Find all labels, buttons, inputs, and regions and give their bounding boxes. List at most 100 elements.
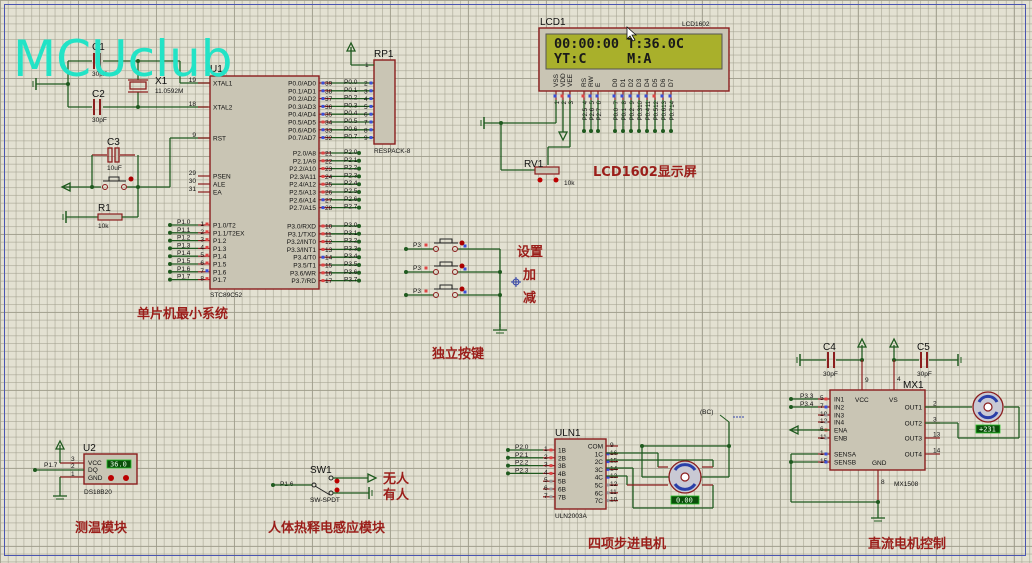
pin-state-marker [321,128,325,132]
uln-pin-num: 7 [544,493,548,500]
junction-dot [357,231,361,236]
uln-pin-num: 15 [610,458,618,465]
rp-pin-num: 6 [364,112,368,119]
u2-net: P1.7 [44,462,58,469]
pin-state-marker [205,230,209,234]
pin-state-marker [824,420,828,424]
pin-state-marker [321,81,325,85]
net-label: P0.6 [344,126,358,133]
mx-pin-num: 13 [933,432,941,439]
pin-state-marker [424,266,428,270]
net-label: P0.4 [344,110,358,117]
temp-down-button[interactable] [108,475,114,481]
mcu-pin-label: P1.3 [213,246,227,253]
lcd-pin-d3: D3 [636,78,643,87]
net-label: P0.0 [344,79,358,86]
dc-motor[interactable]: +231 [925,391,1020,439]
mx-pin-label: IN1 [834,397,845,404]
lcd-net-label: P0.4 [646,107,652,120]
pin-state-marker [824,460,828,464]
mcu-pin-num: 35 [325,112,333,119]
pin-state-marker [321,232,325,236]
sw1-part: SW-SPDT [310,497,340,504]
uln-ref: ULN1 [555,428,581,439]
pin-state-marker [424,243,428,247]
resistor-pack-rp1[interactable]: RP1 RESPACK-8 1 [345,41,411,155]
pin-state-marker [549,456,553,460]
sheet-border [4,4,1026,556]
mcu-pin-num: 37 [325,96,333,103]
mcu-pin-num: 14 [325,255,333,262]
push-button-1[interactable]: P3 [404,238,500,252]
uln-net-label: P2.2 [515,460,529,467]
junction-dot [357,174,361,179]
mcu-pin-num: 25 [325,182,333,189]
lcd-pin-num: 4 [583,100,589,104]
uln-pin-num: 4 [544,469,548,476]
watermark-mcuclub: MCUclub [13,30,232,88]
mx-pin-label: IN3 [834,413,845,420]
mx1508-driver[interactable]: MX1 MX1508 VCC VS GND IN15P3.3IN27P3.4IN… [788,380,941,522]
pin-state-marker [321,224,325,228]
mcu-part: STC89C52 [210,292,243,299]
pin-state-marker [369,89,373,93]
sw1-spdt-switch[interactable]: SW1 SW-SPDT P1.6 [271,465,378,504]
lcd-net-label: P2.5 [583,107,589,120]
uln-pin-label: 3C [595,467,604,474]
c1-value: 30pF [92,71,107,78]
junction-dot [168,262,172,266]
pin-state-marker [321,174,325,178]
junction-dot [357,190,361,194]
junction-dot [669,129,673,133]
pin-state-marker [369,104,373,108]
junction-dot [582,129,586,133]
mx-pin-label: SENSA [834,452,857,459]
lcd-pin-d1: D1 [620,78,627,87]
temp-up-button[interactable] [123,475,129,481]
pin-state-marker [824,452,828,456]
junction-dot [357,239,361,244]
lcd-pin-rs: RS [581,77,588,87]
net-label: P1.6 [177,266,191,273]
junction-dot [357,263,361,267]
net-label: P3.6 [344,269,358,276]
c3-value: 10uF [107,165,122,172]
junction-dot [661,129,665,133]
junction-dot [506,448,510,452]
lcd-pin-num: 7 [614,100,620,104]
uln2003a-driver[interactable]: ULN1 ULN2003A 1B1P2.02B2P2.13B3P2.24B4P2… [506,409,713,520]
uln-pin-label: 2C [595,459,604,466]
pin-state-marker [636,94,640,98]
junction-dot [653,129,657,133]
mx-pin-num: 12 [820,418,828,425]
mcu-pin-num: 13 [325,247,333,254]
lcd-pin-rw: RW [588,75,595,87]
lcd-module[interactable]: LCD1 LCD1602 00:00:00 T:36.0C YT:C M:A V… [538,17,730,133]
push-button-3[interactable]: P3 [404,284,502,298]
rp-pin-num: 7 [364,120,368,127]
junction-dot [789,405,793,409]
junction-dot [589,129,593,133]
junction-dot [357,278,361,283]
r1-value: 10k [98,223,109,230]
net-label: P1.5 [177,258,191,265]
junction-dot [168,254,172,259]
mcu-pin-label: P0.3/AD3 [288,104,316,111]
lcd-pin-num: 14 [670,100,676,107]
lcd-pin-num: 12 [654,100,660,107]
pin-state-marker [824,405,828,409]
lcd-line-2: YT:C M:A [554,51,652,67]
stepper-motor[interactable]: 0.00 [606,414,745,509]
label-temp-section: 测温模块 [75,520,128,536]
pin-state-marker [321,89,325,93]
pin-state-marker [321,167,325,171]
pin-state-marker [463,244,467,248]
lcd-net-label: P2.6 [590,107,596,120]
net-label: P1.0 [177,219,191,226]
uln-pin-label: 7B [558,494,566,501]
ds18b20-sensor[interactable]: U2 DS18B20 VCC DQ GND 36.0 P1.7 3 2 1 [33,439,138,500]
push-button-2[interactable]: P3 [404,261,502,275]
mx-pin-num: 5 [820,395,824,402]
